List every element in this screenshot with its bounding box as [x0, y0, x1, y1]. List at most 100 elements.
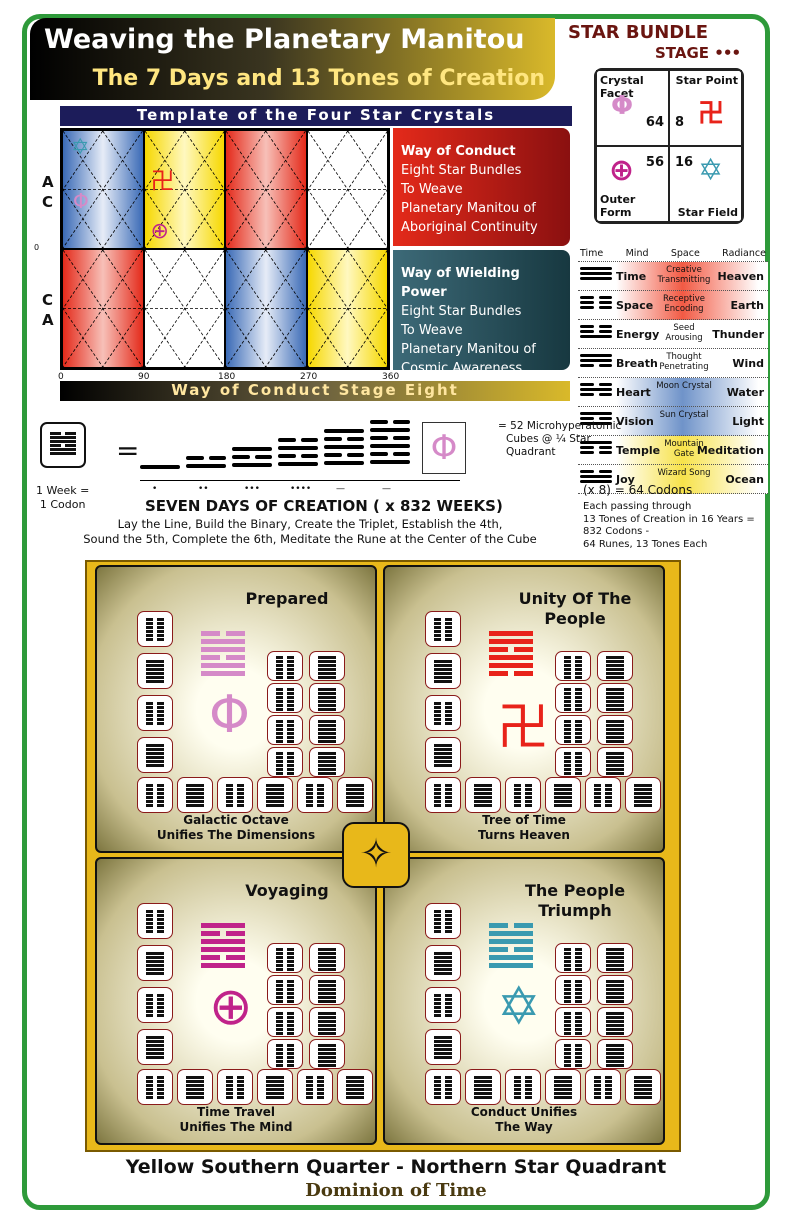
- codon-box: [625, 777, 661, 813]
- codon-box: [597, 1007, 633, 1037]
- quad-label: Crystal Facet: [600, 74, 644, 100]
- codon-box: [137, 737, 173, 773]
- codon-box: [585, 777, 621, 813]
- trigram-meaning: Wizard Song: [657, 468, 711, 478]
- codon-box: [309, 651, 345, 681]
- codon-box: [309, 975, 345, 1005]
- trigram-element: Thunder: [712, 328, 764, 341]
- star-crystal-grid: ✡Φ 卍⊕: [60, 128, 390, 370]
- panel-hexagram-icon: [489, 631, 533, 679]
- codons-detail: Each passing through 13 Tones of Creatio…: [583, 501, 755, 551]
- codon-box: [257, 777, 293, 813]
- way-conduct-title: Way of Conduct: [401, 144, 516, 159]
- trigram-header-radiance: Radiance: [722, 248, 766, 259]
- trigram-header: Time Mind Space Radiance: [578, 228, 768, 262]
- codon-label: 1 Codon: [39, 498, 86, 511]
- codon-box: [545, 1069, 581, 1105]
- trigram-icon: [580, 267, 612, 282]
- quad-number: 16: [675, 155, 694, 170]
- diamond-lines: [308, 250, 388, 367]
- codon-box: [137, 777, 173, 813]
- codon-box: [337, 1069, 373, 1105]
- codon-box: [597, 683, 633, 713]
- diamond-lines: [145, 250, 225, 367]
- detail-line: 64 Runes, 13 Tones Each: [583, 538, 708, 550]
- codon-box: [555, 1039, 591, 1069]
- codon-box: [425, 695, 461, 731]
- day-stack: [140, 465, 180, 473]
- trigram-element: Meditation: [696, 444, 764, 457]
- grid-cell: [143, 249, 225, 368]
- day-stack: [186, 456, 226, 472]
- trigram-name: Heart: [616, 386, 651, 399]
- phi-rune-icon: Φ: [611, 91, 634, 121]
- trigram-name: Space: [616, 299, 654, 312]
- codon-box: [465, 777, 501, 813]
- codon-box: [309, 1007, 345, 1037]
- codon-box: [267, 683, 303, 713]
- trigram-meaning: Creative Transmitting: [657, 265, 711, 285]
- way-line: Planetary Manitou of: [401, 201, 536, 216]
- quadrant-star-field: 16✡Star Field: [669, 146, 742, 222]
- day-stack: [232, 447, 272, 471]
- grid-cell: [225, 249, 307, 368]
- caption-line: Unifies The Dimensions: [156, 828, 316, 842]
- codon-box: [555, 715, 591, 745]
- way-line: Cosmic Awareness: [401, 361, 523, 376]
- diamond-lines: [308, 131, 388, 248]
- caption-line: The Way: [495, 1120, 553, 1134]
- codon-box: [309, 1039, 345, 1069]
- axis-tick: 360: [382, 372, 400, 382]
- caption-line: Unifies The Mind: [179, 1120, 293, 1134]
- codon-box: [177, 1069, 213, 1105]
- codon-box: [267, 1007, 303, 1037]
- phi-rune-icon: Φ: [73, 189, 89, 213]
- axis-tick: 90: [138, 372, 150, 382]
- codon-box: [267, 1039, 303, 1069]
- caption-line: Turns Heaven: [478, 828, 570, 842]
- trigram-name: Breath: [616, 357, 658, 370]
- codon-box: [309, 747, 345, 777]
- codon-box: [425, 777, 461, 813]
- codon-box: [137, 653, 173, 689]
- day-dots: ••: [198, 484, 209, 494]
- codon-box: [425, 945, 461, 981]
- codon-box: [137, 945, 173, 981]
- panel-rune-icon: Φ: [209, 685, 250, 745]
- trigram-name: Temple: [616, 444, 661, 457]
- week-label: 1 Week =: [36, 484, 90, 497]
- description-line: Lay the Line, Build the Binary, Create t…: [117, 517, 503, 531]
- trigram-meaning: Receptive Encoding: [662, 294, 705, 314]
- day-stack: [370, 420, 410, 468]
- trigram-meaning: Sun Crystal: [659, 410, 709, 420]
- way-of-wielding-power-box: Way of Wielding Power Eight Star Bundles…: [393, 250, 570, 376]
- trigram-icon: [580, 383, 612, 398]
- center-cube-icon: ✧: [342, 822, 410, 888]
- caption-line: Conduct Unifies: [470, 1105, 578, 1119]
- cube-note-line: Quadrant: [506, 446, 556, 458]
- codon-box: [267, 747, 303, 777]
- trigram-icon: [580, 354, 612, 369]
- way-line: Eight Star Bundles: [401, 163, 522, 178]
- detail-line: Each passing through: [583, 501, 692, 512]
- codon-box: [585, 1069, 621, 1105]
- quad-number: 64: [645, 115, 664, 130]
- page-title: Weaving the Planetary Manitou: [44, 24, 525, 55]
- axis-tick: 180: [218, 372, 236, 382]
- way-line: Eight Star Bundles: [401, 304, 522, 319]
- swastika-rune-icon: 卍: [150, 167, 175, 195]
- caption-line: Time Travel: [196, 1105, 276, 1119]
- seven-days-heading: SEVEN DAYS OF CREATION ( x 832 WEEKS): [145, 497, 503, 515]
- star-bundle-title: STAR BUNDLE: [568, 22, 709, 43]
- panel-title: The People Triumph: [524, 881, 626, 920]
- panel-hexagram-icon: [201, 631, 245, 679]
